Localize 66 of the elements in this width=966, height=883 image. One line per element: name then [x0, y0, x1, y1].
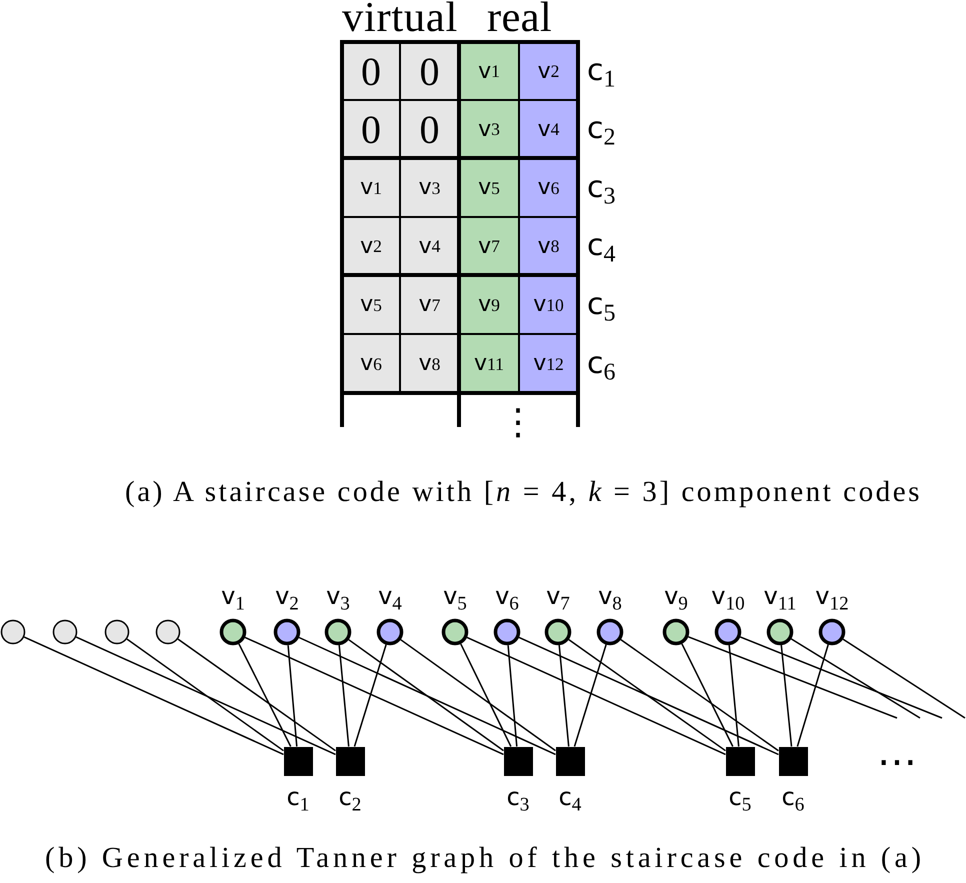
edge-line — [790, 638, 920, 719]
variable-label: v$_{6}$ — [495, 581, 519, 611]
virtual-node — [52, 619, 78, 645]
edge-line — [507, 645, 518, 747]
edge-line — [558, 645, 570, 747]
edge-line — [400, 639, 556, 752]
edge-line — [24, 636, 284, 756]
vertical-ellipsis: ⋮ — [500, 405, 536, 441]
edge-line — [688, 636, 898, 719]
edge-line — [568, 638, 726, 752]
column-header: real — [487, 0, 552, 36]
caption: (b) Generalized Tanner graph of the staircase code in (a) — [45, 841, 925, 876]
edge-line — [740, 636, 942, 719]
table-cell: 0 — [342, 100, 400, 158]
check-label: c$_{4}$ — [558, 782, 582, 812]
check-label: c$_{5}$ — [728, 782, 752, 812]
ellipsis: ⋯ — [877, 742, 917, 782]
check-label: c$_{1}$ — [286, 782, 310, 812]
row-label: c$_{3}$ — [587, 172, 616, 202]
variable-label: v$_{10}$ — [711, 581, 745, 611]
edge-line — [460, 644, 512, 747]
variable-label: v$_{11}$ — [764, 581, 796, 611]
edge-line — [574, 644, 607, 747]
edge-line — [348, 639, 504, 752]
edge-line — [298, 636, 556, 756]
row-label: c$_{4}$ — [587, 231, 616, 261]
row-label: c$_{5}$ — [587, 290, 616, 320]
edge-line — [620, 638, 779, 752]
edge-line — [466, 636, 726, 756]
row-label: c$_{6}$ — [587, 348, 616, 378]
edge-line — [518, 636, 779, 756]
edge-line — [338, 645, 350, 747]
virtual-node — [0, 619, 26, 645]
edge-line — [842, 638, 966, 719]
caption: (a) A staircase code with [n = 4, k = 3] component codes — [125, 475, 922, 510]
edge-line — [238, 643, 292, 747]
edge-line — [681, 643, 734, 747]
column-header: virtual — [342, 0, 458, 36]
row-label: c$_{2}$ — [587, 114, 616, 144]
edge-line — [76, 636, 336, 756]
variable-label: v$_{7}$ — [546, 581, 570, 611]
edge-line — [244, 636, 504, 756]
variable-label: v$_{1}$ — [221, 581, 245, 611]
virtual-node — [155, 619, 181, 645]
variable-label: v$_{5}$ — [443, 581, 467, 611]
table-cell: 0 — [400, 100, 459, 158]
edge-line — [126, 638, 284, 752]
edge-line — [287, 645, 298, 747]
variable-label: v$_{12}$ — [815, 581, 849, 611]
table-cell: 0 — [342, 42, 400, 100]
edge-line — [178, 638, 336, 752]
edge-line — [728, 645, 740, 747]
edge-line — [796, 644, 829, 747]
edge-line — [354, 644, 387, 747]
variable-label: v$_{3}$ — [326, 581, 350, 611]
variable-label: v$_{9}$ — [664, 581, 688, 611]
edge-line — [780, 645, 792, 747]
variable-label: v$_{8}$ — [598, 581, 622, 611]
table-cell: 0 — [400, 42, 459, 100]
virtual-node — [104, 619, 130, 645]
row-label: c$_{1}$ — [587, 56, 616, 86]
check-label: c$_{2}$ — [338, 782, 362, 812]
check-label: c$_{6}$ — [782, 782, 804, 812]
variable-label: v$_{2}$ — [275, 581, 299, 611]
check-label: c$_{3}$ — [506, 782, 530, 812]
variable-label: v$_{4}$ — [378, 581, 402, 611]
